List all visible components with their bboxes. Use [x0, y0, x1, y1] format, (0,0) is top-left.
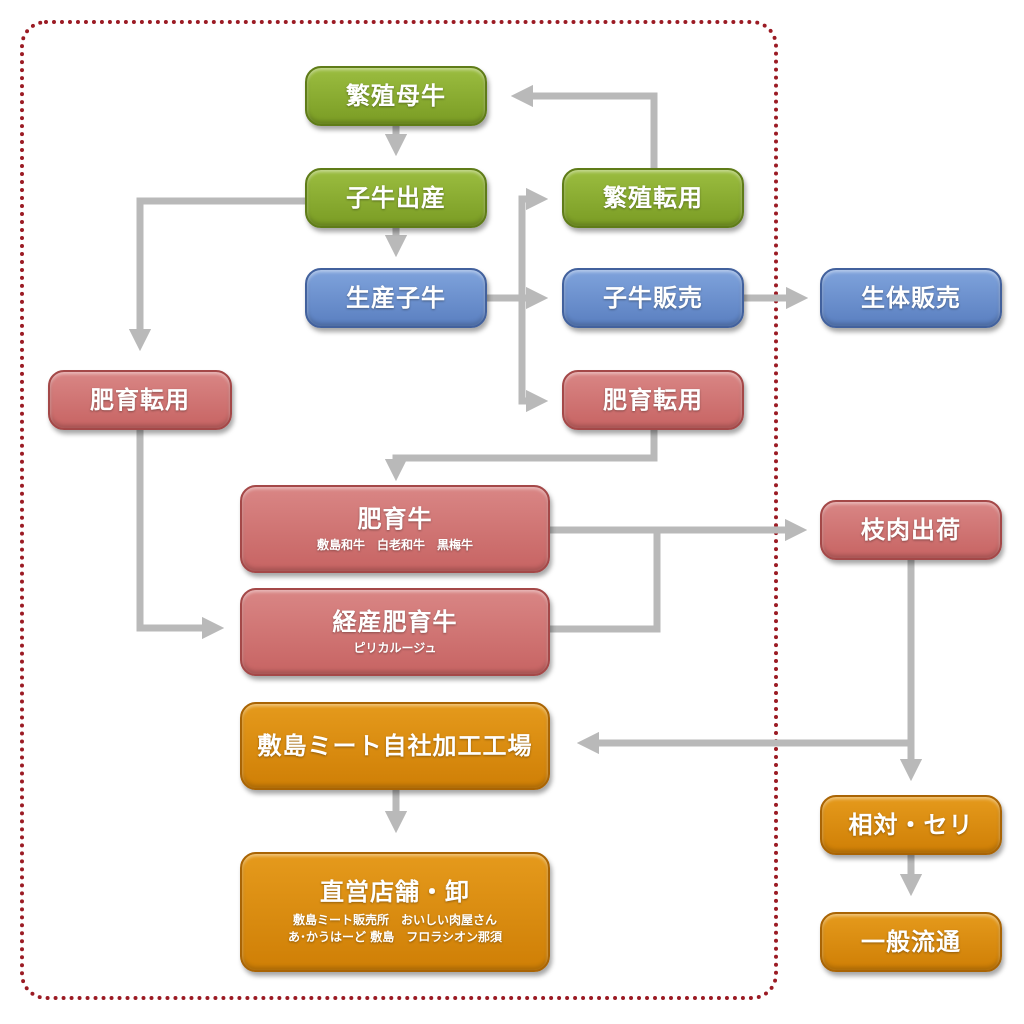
arrow-branch-to-hiiku-right	[518, 298, 549, 413]
node-label: 枝肉出荷	[861, 516, 961, 544]
node-label: 敷島ミート自社加工工場	[257, 732, 533, 760]
node-hanshoku-tenyou: 繁殖転用	[562, 168, 744, 228]
arrow-hanshoku-tenyou-to-boshu	[510, 84, 658, 170]
arrow-branch-to-hanshoku-tenyou	[518, 187, 549, 298]
node-ippan-ryutsu: 一般流通	[820, 912, 1002, 972]
node-keisan-hiikugyu: 経産肥育牛 ピリカルージュ	[240, 588, 550, 676]
store-list-line-2: あ･かうはーど 敷島 フロラシオン那須	[288, 930, 502, 944]
node-label: 相対・セリ	[848, 811, 974, 839]
node-label: 繁殖母牛	[346, 82, 446, 110]
node-hanshoku-boushu: 繁殖母牛	[305, 66, 487, 126]
node-koushi-hanbai: 子牛販売	[562, 268, 744, 328]
arrow-shussan-to-hiiku-left	[128, 197, 305, 352]
node-label: 子牛出産	[346, 184, 446, 212]
node-label: 直営店舗・卸	[320, 878, 470, 906]
arrow-hiiku-right-to-hiikugyu	[384, 428, 658, 482]
node-label: 生体販売	[861, 284, 961, 312]
node-kakou-kojo: 敷島ミート自社加工工場	[240, 702, 550, 790]
node-seisan-koushi: 生産子牛	[305, 268, 487, 328]
node-koushi-shussan: 子牛出産	[305, 168, 487, 228]
node-label: 肥育転用	[603, 386, 703, 414]
node-label: 肥育牛	[357, 504, 433, 533]
node-label: 経産肥育牛	[332, 607, 458, 636]
node-soutai-seri: 相対・セリ	[820, 795, 1002, 855]
company-boundary	[20, 20, 778, 1000]
node-label: 生産子牛	[346, 284, 446, 312]
connector-keisan-to-edaniku	[549, 530, 661, 633]
node-label: 肥育転用	[90, 386, 190, 414]
brand-list: 敷島和牛 白老和牛 黒梅牛	[316, 537, 473, 552]
node-hiiku-tenyou-right: 肥育転用	[562, 370, 744, 430]
node-label: 一般流通	[861, 928, 961, 956]
node-seitai-hanbai: 生体販売	[820, 268, 1002, 328]
brand-name: ピリカルージュ	[353, 640, 437, 655]
node-chokuei: 直営店舗・卸 敷島ミート販売所 おいしい肉屋さん あ･かうはーど 敷島 フロラシ…	[240, 852, 550, 972]
node-label: 子牛販売	[603, 284, 703, 312]
arrow-hiiku-left-to-keisan	[136, 428, 225, 640]
node-label: 繁殖転用	[603, 184, 703, 212]
store-list-line-1: 敷島ミート販売所 おいしい肉屋さん	[292, 913, 497, 927]
node-hiiku-tenyou-left: 肥育転用	[48, 370, 232, 430]
node-edaniku-shukka: 枝肉出荷	[820, 500, 1002, 560]
node-hiikugyu: 肥育牛 敷島和牛 白老和牛 黒梅牛	[240, 485, 550, 573]
